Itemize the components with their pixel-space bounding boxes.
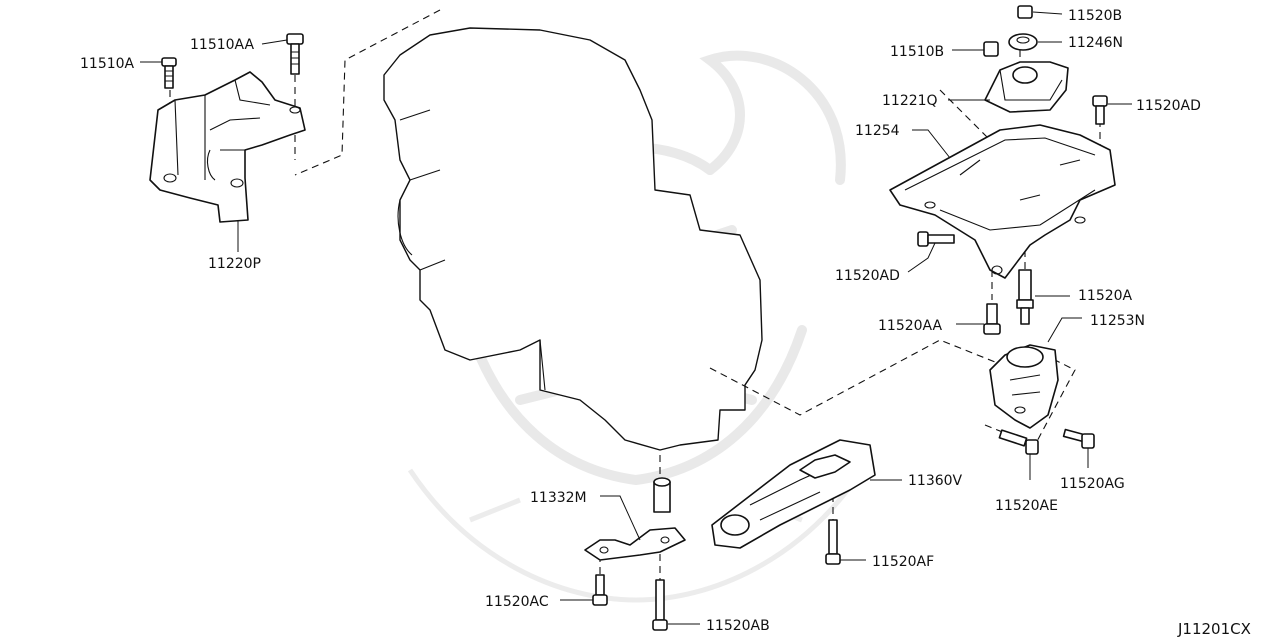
bolt-11510aa (286, 33, 304, 75)
stud-11520a (1016, 269, 1034, 325)
bracket-11332m (584, 477, 686, 561)
label-11520af: 11520AF (872, 554, 934, 570)
label-11520ag: 11520AG (1060, 476, 1125, 492)
label-11520ac: 11520AC (485, 594, 549, 610)
guide-right (709, 339, 1016, 416)
engine-mount-left (149, 71, 306, 223)
label-11332m: 11332M (530, 490, 587, 506)
bolt-11520ad-mid (917, 231, 955, 247)
label-11520ae: 11520AE (995, 498, 1058, 514)
label-11520a: 11520A (1078, 288, 1133, 304)
label-11253n: 11253N (1090, 313, 1145, 329)
guide-top-right (939, 89, 991, 141)
label-11510a: 11510A (80, 56, 135, 72)
label-11520aa: 11520AA (878, 318, 943, 334)
bolt-11520aa-right (983, 303, 1001, 335)
label-11221q: 11221Q (882, 93, 938, 109)
label-11520ab: 11520AB (706, 618, 770, 634)
nut-11510b (983, 41, 999, 57)
insulator-11221q (984, 61, 1069, 113)
label-11220p: 11220P (208, 256, 261, 272)
bolt-11520af (825, 519, 841, 565)
label-11520ad-mid: 11520AD (835, 268, 900, 284)
diagram-code: J11201CX (1177, 620, 1251, 638)
bolt-11520ac (592, 574, 608, 606)
label-11254: 11254 (855, 123, 900, 139)
bolt-11520ab (652, 579, 668, 631)
label-11246n: 11246N (1068, 35, 1123, 51)
leader-lines (140, 11, 1132, 625)
label-11360v: 11360V (908, 473, 963, 489)
washer-11246n (1008, 33, 1038, 51)
label-11520ad-top: 11520AD (1136, 98, 1201, 114)
bracket-11254 (889, 124, 1116, 279)
bolt-11520b (1017, 5, 1033, 19)
bolt-11520ae (998, 429, 1039, 455)
bolt-11520ad-top (1092, 95, 1108, 125)
label-11520b: 11520B (1068, 8, 1122, 24)
engine-outline (383, 27, 763, 451)
torque-rod-11360v (711, 439, 876, 549)
mount-11253n (989, 344, 1059, 429)
guide-left (294, 9, 441, 176)
label-11510aa: 11510AA (190, 37, 255, 53)
bolt-11520ag (1062, 428, 1095, 449)
label-11510b: 11510B (890, 44, 944, 60)
bolt-11510a (161, 57, 177, 89)
